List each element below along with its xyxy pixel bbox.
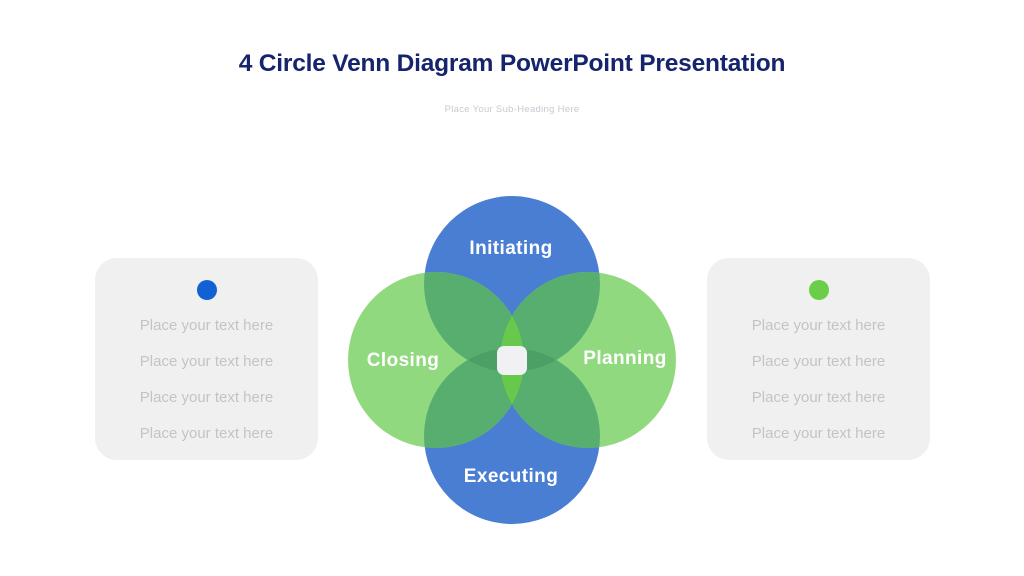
placeholder-text: Place your text here — [139, 353, 274, 370]
slide-subtitle: Place Your Sub-Heading Here — [444, 104, 580, 115]
placeholder-text: Place your text here — [139, 317, 274, 334]
left-panel-lines: Place your text here Place your text her… — [140, 308, 273, 452]
blue-bullet-icon — [196, 280, 217, 300]
placeholder-text: Place your text here — [751, 425, 886, 442]
slide-title: 4 Circle Venn Diagram PowerPoint Present… — [238, 50, 786, 77]
placeholder-text: Place your text here — [751, 389, 886, 406]
placeholder-text: Place your text here — [139, 389, 274, 406]
venn-center-square — [497, 346, 527, 375]
venn-label-planning: Planning — [583, 348, 667, 369]
placeholder-text: Place your text here — [751, 353, 886, 370]
placeholder-text: Place your text here — [139, 425, 274, 442]
green-bullet-icon — [808, 280, 829, 300]
placeholder-text: Place your text here — [751, 317, 886, 334]
right-panel-lines: Place your text here Place your text her… — [752, 308, 885, 452]
venn-label-closing: Closing — [366, 350, 440, 371]
left-text-panel: Place your text here Place your text her… — [95, 258, 318, 460]
right-text-panel: Place your text here Place your text her… — [707, 258, 930, 460]
venn-label-executing: Executing — [463, 466, 559, 487]
venn-label-initiating: Initiating — [469, 238, 553, 259]
